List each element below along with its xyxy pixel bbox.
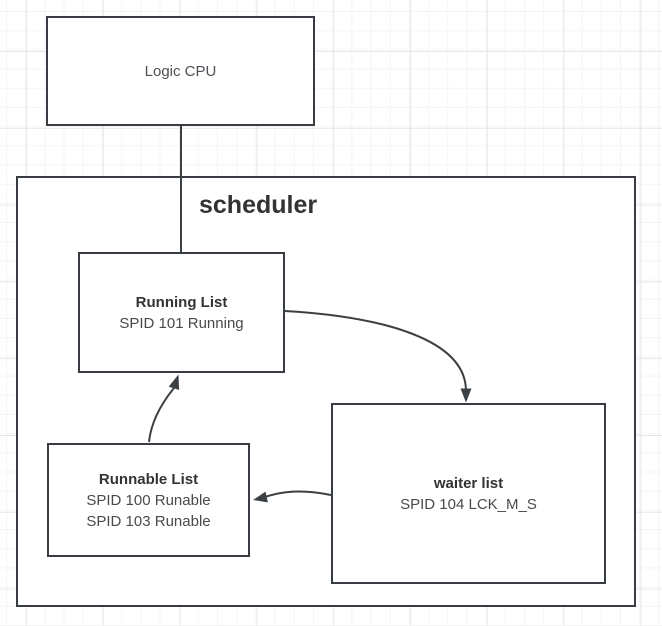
runnable-list-item: SPID 100 Runable [86, 491, 211, 509]
node-runnable-list: Runnable List SPID 100 Runable SPID 103 … [47, 443, 250, 557]
node-logic-cpu: Logic CPU [46, 16, 315, 126]
node-waiter-list: waiter list SPID 104 LCK_M_S [331, 403, 606, 584]
node-running-list: Running List SPID 101 Running [78, 252, 285, 373]
runnable-list-title: Runnable List [98, 470, 199, 488]
running-list-title: Running List [135, 293, 228, 311]
logic-cpu-label: Logic CPU [144, 62, 217, 80]
scheduler-label: scheduler [199, 191, 318, 219]
runnable-list-item: SPID 103 Runable [86, 512, 211, 530]
waiter-list-item: SPID 104 LCK_M_S [400, 495, 537, 513]
waiter-list-title: waiter list [433, 474, 504, 492]
running-list-item: SPID 101 Running [119, 314, 244, 332]
